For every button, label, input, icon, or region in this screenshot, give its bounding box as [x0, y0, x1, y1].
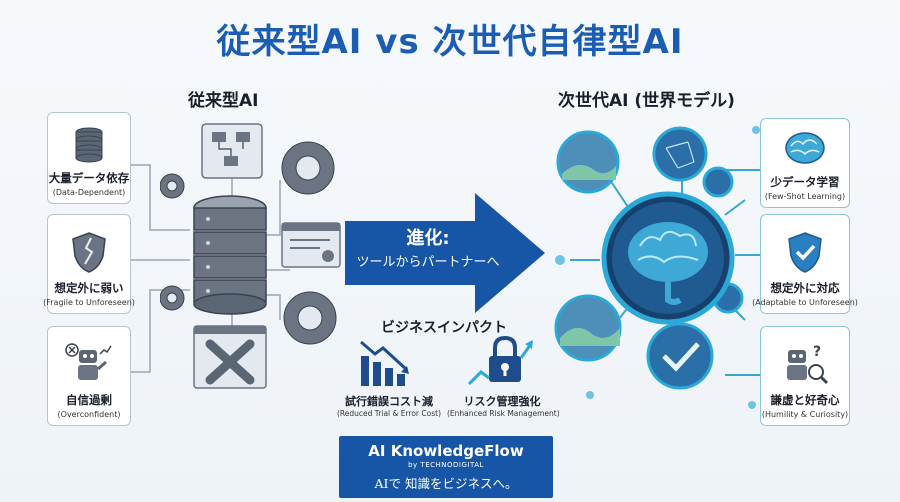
- falling-chart-icon: [360, 340, 409, 386]
- card-label: 自信過剰: [66, 393, 112, 407]
- card-sublabel: (Data-Dependent): [52, 188, 126, 197]
- brain-icon: [628, 222, 708, 305]
- gear-icon: [160, 141, 337, 345]
- card-sublabel: (Fragile to Unforeseen): [43, 298, 135, 307]
- page-title: 従来型AI vs 次世代自律型AI: [216, 22, 684, 62]
- right-card-few-shot: 少データ学習 (Few-Shot Learning): [760, 118, 850, 208]
- impact-label-cost: 試行錯誤コスト減: [345, 395, 433, 408]
- left-card-overconfident: 自信過剰 (Overconfident): [47, 326, 131, 426]
- card-sublabel: (Few-Shot Learning): [764, 192, 846, 201]
- brand-byline: by TECHNODIGITAL: [408, 461, 484, 469]
- check-icon: [662, 342, 700, 372]
- impact-sublabel-cost: (Reduced Trial & Error Cost): [336, 409, 442, 418]
- brand-tagline: AIで 知識をビジネスへ。: [374, 476, 518, 491]
- left-card-data-dependent: 大量データ依存 (Data-Dependent): [47, 112, 131, 204]
- card-sublabel: (Adaptable to Unforeseen): [752, 298, 858, 307]
- right-card-humility: ? 謙虚と好奇心 (Humility & Curiosity): [760, 326, 850, 426]
- right-card-adaptable: 想定外に対応 (Adaptable to Unforeseen): [752, 214, 858, 314]
- card-label: 想定外に弱い: [54, 281, 124, 295]
- impact-label-risk: リスク管理強化: [463, 395, 541, 408]
- database-icon: [75, 127, 103, 163]
- impact-sublabel-risk: (Enhanced Risk Management): [447, 409, 560, 418]
- card-label: 想定外に対応: [770, 281, 840, 295]
- card-label: 少データ学習: [770, 175, 840, 189]
- impact-title: ビジネスインパクト: [381, 320, 507, 336]
- evolution-arrow: [345, 193, 545, 313]
- world-model-illustration: [554, 126, 744, 390]
- arrow-label-sub: ツールからパートナーへ: [356, 255, 500, 270]
- robot-icon: [65, 343, 112, 380]
- brand-banner: AI KnowledgeFlow by TECHNODIGITAL AIで 知識…: [339, 436, 553, 498]
- svg-text:?: ?: [813, 344, 821, 360]
- card-sublabel: (Humility & Curiosity): [761, 410, 849, 419]
- lock-rising-icon: [467, 335, 533, 386]
- card-sublabel: (Overconfident): [57, 410, 121, 419]
- card-label: 謙虚と好奇心: [770, 393, 840, 407]
- left-column-title: 従来型AI: [188, 91, 259, 111]
- arrow-label-main: 進化:: [406, 228, 450, 249]
- check-shield-icon: [788, 232, 822, 273]
- brain-icon: [785, 132, 825, 164]
- cracked-shield-icon: [72, 232, 106, 273]
- brand-name: AI KnowledgeFlow: [368, 442, 524, 460]
- robot-magnifier-icon: ?: [787, 344, 829, 385]
- right-column-title: 次世代AI (世界モデル): [558, 91, 735, 111]
- traditional-ai-illustration: [160, 123, 341, 389]
- card-label: 大量データ依存: [48, 171, 130, 185]
- left-card-fragile: 想定外に弱い (Fragile to Unforeseen): [43, 214, 135, 314]
